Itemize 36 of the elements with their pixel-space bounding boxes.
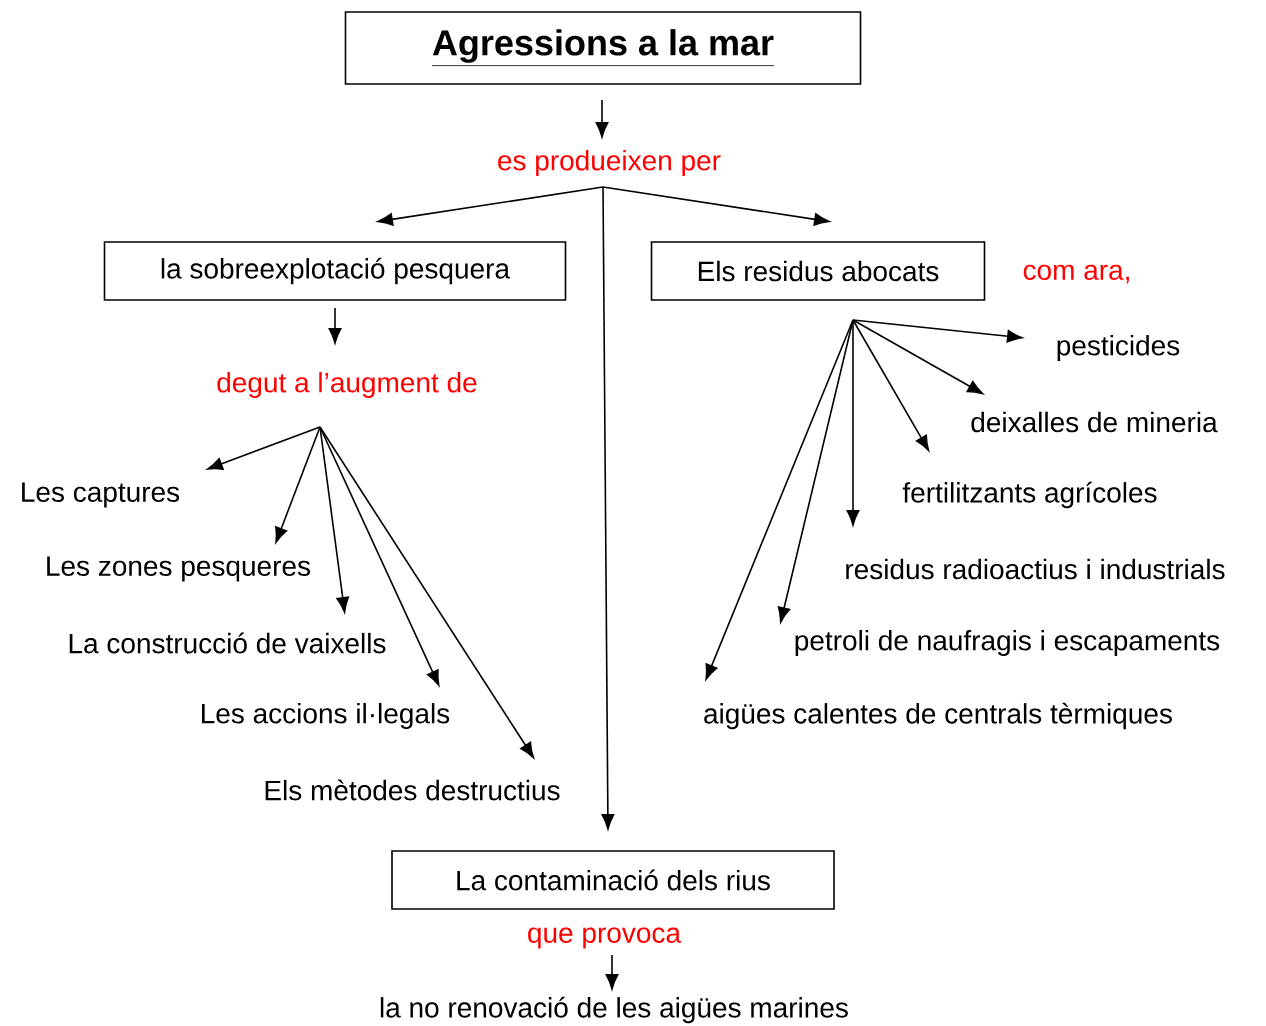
arrow <box>852 319 984 395</box>
linking-phrase: degut a l’augment de <box>217 371 477 399</box>
arrow <box>275 426 321 543</box>
arrow <box>605 954 619 990</box>
concept-text: aigües calentes de centrals tèrmiques <box>704 702 1172 730</box>
arrow <box>705 319 854 680</box>
concept-box: Els residus abocats <box>650 241 986 301</box>
concept-text: deixalles de mineria <box>971 411 1218 433</box>
concept-text: Les zones pesqueres <box>47 556 310 582</box>
concept-text: Les accions il·legals <box>202 702 450 730</box>
arrow <box>852 319 1023 343</box>
concept-text: la no renovació de les aigües marines <box>380 996 848 1024</box>
title-box: Agressions a la mar <box>344 11 862 85</box>
linking-phrase: es produeixen per <box>498 149 721 177</box>
concept-text: fertilitzants agrícoles <box>902 481 1157 509</box>
arrow <box>319 426 350 613</box>
arrow <box>319 426 440 686</box>
arrow <box>602 186 830 226</box>
arrow <box>207 426 321 470</box>
arrow <box>852 319 930 452</box>
concept-text: Els mètodes destructius <box>265 779 560 801</box>
arrow <box>595 99 609 138</box>
concept-text: petroli de naufragis i escapaments <box>795 629 1220 657</box>
arrow <box>328 307 342 344</box>
concept-text: La construcció de vaixells <box>69 632 386 654</box>
arrow <box>377 186 604 226</box>
concept-box: la sobreexplotació pesquera <box>103 241 567 301</box>
arrow <box>601 186 615 830</box>
concept-text: residus radioactius i industrials <box>846 558 1225 580</box>
arrow <box>846 319 860 526</box>
concept-text: pesticides <box>1057 334 1180 362</box>
linking-phrase: que provoca <box>528 927 681 949</box>
concept-text: Les captures <box>22 482 180 508</box>
concept-box: La contaminació dels rius <box>391 850 835 910</box>
linking-phrase: com ara, <box>1023 264 1129 284</box>
arrow <box>319 426 535 759</box>
